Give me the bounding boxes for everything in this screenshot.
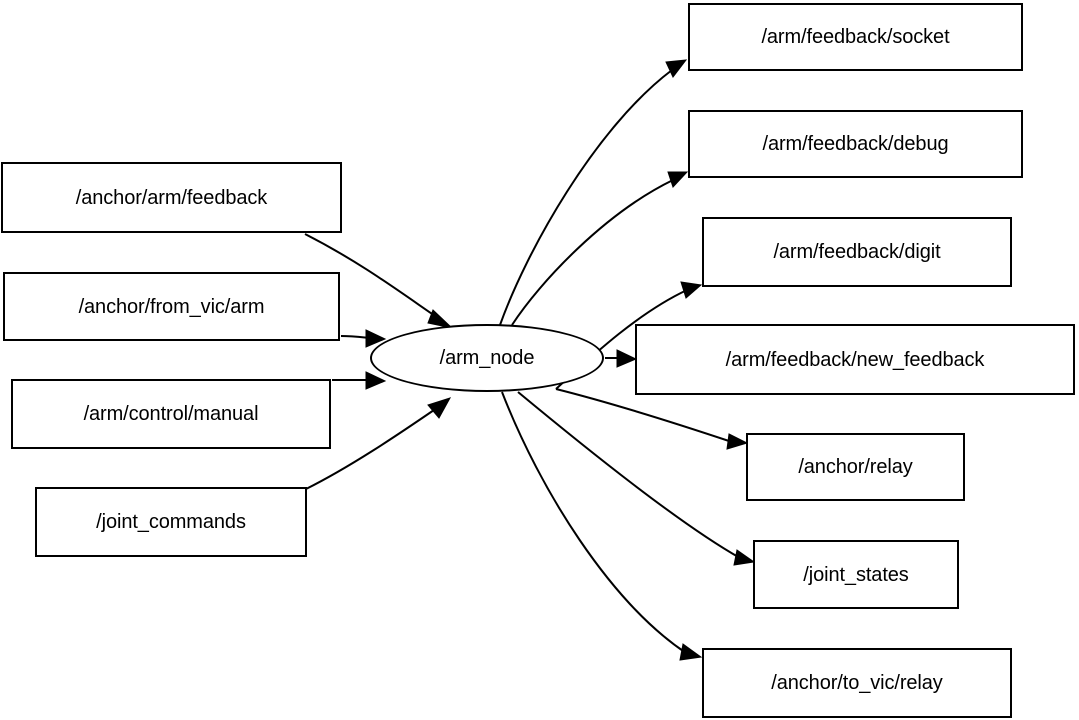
node-label: /arm/feedback/digit [773,241,941,263]
edge-anchor-arm-feedback-to-arm-node [304,233,454,329]
node-label: /arm/feedback/debug [762,133,949,155]
node-label: /anchor/arm/feedback [75,186,268,209]
edge-anchor-from-vic-arm-to-arm-node [340,329,387,348]
node-label: /arm/control/manual [83,403,259,425]
node-anchor-relay[interactable]: /anchor/relay [746,433,965,501]
node-anchor-to-vic-relay[interactable]: /anchor/to_vic/relay [702,648,1012,718]
node-label: /anchor/relay [798,456,913,478]
node-joint-states[interactable]: /joint_states [753,540,959,609]
edge-arm-control-manual-to-arm-node [331,371,387,390]
edge-arm-node-to-arm-feedback-socket [499,59,688,326]
edge-arm-node-to-anchor-relay [555,388,749,450]
node-label: /anchor/from_vic/arm [78,295,265,318]
node-arm-feedback-socket[interactable]: /arm/feedback/socket [688,3,1023,71]
node-joint-commands[interactable]: /joint_commands [35,487,307,557]
edge-arm-node-to-anchor-to-vic-relay [501,391,703,661]
node-arm-feedback-digit[interactable]: /arm/feedback/digit [702,217,1012,287]
node-label: /arm/feedback/socket [761,26,950,48]
node-label: /joint_commands [96,511,246,533]
edge-joint-commands-to-arm-node [305,397,452,490]
node-label: /anchor/to_vic/relay [771,672,943,694]
node-label: /arm/feedback/new_feedback [725,348,985,371]
node-arm-control-manual[interactable]: /arm/control/manual [11,379,331,449]
node-anchor-from-vic-arm[interactable]: /anchor/from_vic/arm [3,272,340,341]
edge-arm-node-to-arm-feedback-debug [511,171,689,326]
node-label: /arm_node [439,347,535,369]
node-label: /joint_states [803,563,909,586]
node-arm-node[interactable]: /arm_node [370,324,604,392]
node-arm-feedback-debug[interactable]: /arm/feedback/debug [688,110,1023,178]
node-anchor-arm-feedback[interactable]: /anchor/arm/feedback [1,162,342,233]
node-arm-feedback-new-feedback[interactable]: /arm/feedback/new_feedback [635,324,1075,395]
edge-arm-node-to-arm-feedback-new-feedback [605,349,638,368]
edge-arm-node-to-joint-states [517,391,756,566]
